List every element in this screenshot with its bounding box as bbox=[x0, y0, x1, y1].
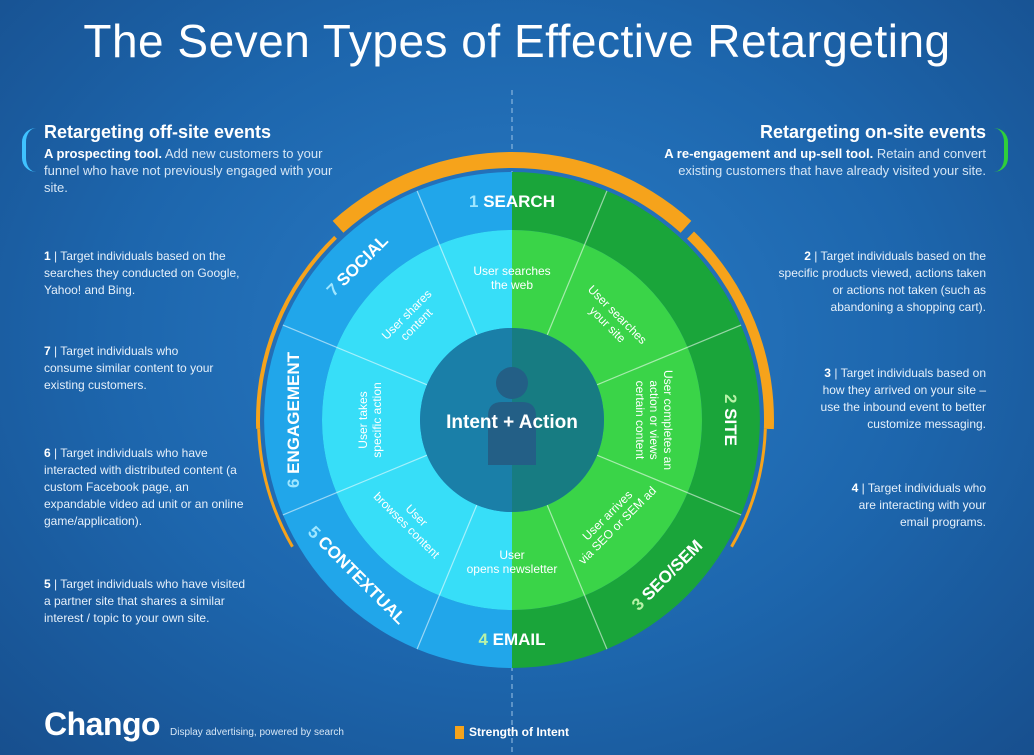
description-3: 3 | Target individuals based on how they… bbox=[820, 366, 986, 431]
description-text: Target individuals who are interacting w… bbox=[858, 481, 986, 529]
description-7: 7 | Target individuals who consume simil… bbox=[44, 344, 214, 392]
segment-inner-line: User completes an bbox=[661, 370, 675, 470]
onsite-text: Retain and convert existing customers th… bbox=[678, 146, 986, 178]
intent-arcs bbox=[255, 151, 774, 548]
wheel-spokes bbox=[282, 190, 742, 650]
intent-arc-social bbox=[255, 235, 337, 429]
segment-number: 1 bbox=[469, 192, 483, 211]
description-number: 3 bbox=[824, 366, 831, 380]
offsite-outer-ring bbox=[264, 172, 512, 668]
description-number: 6 bbox=[44, 446, 51, 460]
segment-name-label: 1 SEARCH bbox=[469, 192, 555, 211]
segment-inner-line: User bbox=[499, 548, 524, 562]
offsite-inner-ring bbox=[322, 230, 512, 610]
description-2: 2 | Target individuals based on the spec… bbox=[778, 249, 986, 314]
segment-inner-line: specific action bbox=[370, 382, 384, 457]
segment-name-label: 4 EMAIL bbox=[478, 630, 545, 649]
segment-spoke bbox=[546, 190, 608, 336]
segment-spoke bbox=[596, 454, 742, 516]
person-icon bbox=[488, 367, 536, 465]
description-number: 4 bbox=[851, 481, 859, 495]
description-text: Target individuals based on the searches… bbox=[44, 249, 240, 297]
onsite-outer-ring bbox=[512, 172, 760, 668]
onsite-lead: A re-engagement and up-sell tool. bbox=[664, 146, 874, 161]
intent-arc-engagement bbox=[257, 428, 294, 548]
center-right-half bbox=[512, 328, 604, 512]
description-text: Target individuals who consume similar c… bbox=[44, 344, 214, 392]
segment-name-label: 6 ENGAGEMENT bbox=[284, 351, 303, 488]
offsite-lead: A prospecting tool. bbox=[44, 146, 162, 161]
segment-spoke bbox=[282, 454, 428, 516]
description-number: 7 bbox=[44, 344, 51, 358]
segment-name: EMAIL bbox=[493, 630, 546, 649]
brand-tagline: Display advertising, powered by search bbox=[170, 727, 344, 738]
intent-arc-site bbox=[687, 231, 774, 430]
intent-arc-seo bbox=[730, 428, 767, 548]
description-text: Target individuals who have visited a pa… bbox=[44, 577, 246, 625]
segment-number: 6 bbox=[284, 474, 303, 488]
segment-spoke bbox=[416, 190, 478, 336]
segment-spoke bbox=[596, 324, 742, 386]
description-4: 4 | Target individuals who are interacti… bbox=[851, 481, 986, 529]
page-title: The Seven Types of Effective Retargeting bbox=[83, 15, 951, 67]
legend-label: Strength of Intent bbox=[469, 725, 569, 739]
segment-inner-label: User takesspecific action bbox=[356, 382, 384, 457]
segment-spoke bbox=[546, 504, 608, 650]
segment-inner-line: opens newsletter bbox=[467, 562, 558, 576]
brand-logo: Chango bbox=[44, 706, 161, 742]
offsite-text: Add new customers to your funnel who hav… bbox=[44, 146, 333, 195]
description-1: 1 | Target individuals based on the sear… bbox=[44, 249, 240, 297]
description-text: Target individuals who have interacted w… bbox=[44, 446, 244, 528]
wheel-rings bbox=[264, 172, 760, 668]
offsite-heading: Retargeting off-site events bbox=[44, 122, 272, 142]
segment-spoke bbox=[416, 504, 478, 650]
center-circle: Intent + Action bbox=[420, 328, 604, 512]
description-number: 5 bbox=[44, 577, 51, 591]
segment-number: 2 bbox=[721, 394, 740, 408]
offsite-header: Retargeting off-site events A prospectin… bbox=[44, 122, 344, 196]
description-number: 2 bbox=[804, 249, 811, 263]
intent-arc-search bbox=[332, 151, 692, 233]
description-text: Target individuals based on how they arr… bbox=[820, 366, 986, 431]
onsite-accent bbox=[994, 128, 1008, 172]
onsite-inner-ring bbox=[512, 230, 702, 610]
description-text: Target individuals based on the specific… bbox=[778, 249, 986, 314]
segment-inner-line: User takes bbox=[356, 391, 370, 448]
description-6: 6 | Target individuals who have interact… bbox=[44, 446, 244, 528]
offsite-accent bbox=[22, 128, 36, 172]
onsite-header: Retargeting on-site events A re-engageme… bbox=[650, 122, 986, 179]
segment-name-label: 2 SITE bbox=[721, 394, 740, 446]
description-5: 5 | Target individuals who have visited … bbox=[44, 577, 246, 625]
legend-swatch bbox=[455, 725, 464, 739]
segment-inner-line: action or views bbox=[647, 380, 661, 459]
segment-inner-label: User completes anaction or viewscertain … bbox=[633, 370, 675, 470]
segment-number: 4 bbox=[478, 630, 492, 649]
description-number: 1 bbox=[44, 249, 51, 263]
center-label: Intent + Action bbox=[446, 412, 578, 433]
segment-name: SEARCH bbox=[483, 192, 555, 211]
segment-name: SITE bbox=[721, 408, 740, 446]
segment-spoke bbox=[282, 324, 428, 386]
legend: Strength of Intent bbox=[455, 725, 569, 739]
segment-name: ENGAGEMENT bbox=[284, 351, 303, 473]
segment-inner-line: the web bbox=[491, 278, 533, 292]
segment-inner-line: User searches bbox=[473, 264, 550, 278]
segment-inner-line: certain content bbox=[633, 381, 647, 460]
onsite-heading: Retargeting on-site events bbox=[759, 122, 986, 142]
